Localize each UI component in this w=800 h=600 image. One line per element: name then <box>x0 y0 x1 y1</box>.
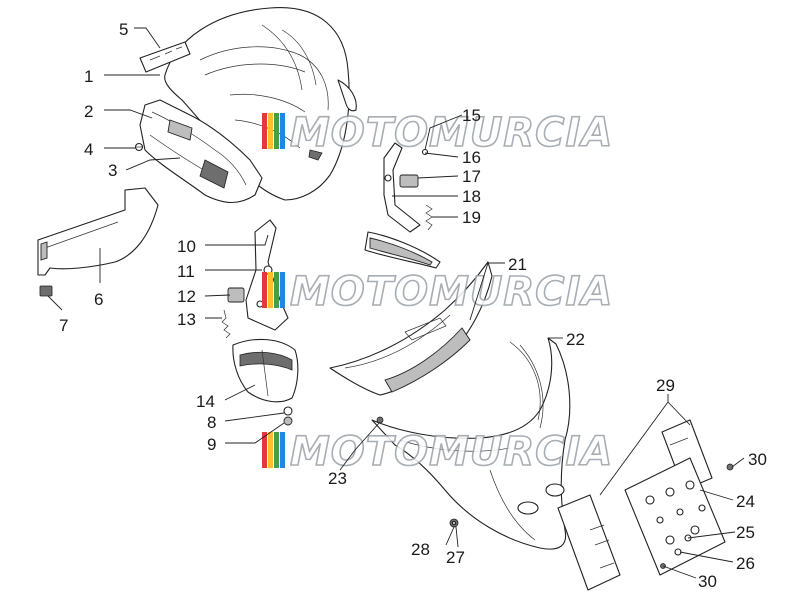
watermark-stripe-yellow <box>268 113 273 149</box>
callout-8: 8 <box>207 413 216 432</box>
callout-10: 10 <box>177 237 196 256</box>
callout-17: 17 <box>462 167 481 186</box>
watermark-middle: MOTOMURCIA <box>262 268 613 316</box>
callout-1: 1 <box>84 67 93 86</box>
part-7-clip <box>39 285 53 297</box>
callout-18: 18 <box>462 187 481 206</box>
watermark-stripe-blue <box>280 432 285 468</box>
watermark-stripe-red <box>262 432 267 468</box>
callout-14: 14 <box>196 392 215 411</box>
watermark-stripe-blue <box>280 272 285 308</box>
part-14-glovebox-door <box>232 338 299 403</box>
part-21-front-spoiler <box>329 261 493 396</box>
callout-3: 3 <box>108 161 117 180</box>
callout-25: 25 <box>736 523 755 542</box>
callout-16: 16 <box>462 148 481 167</box>
part-5-emblem <box>139 41 191 73</box>
callout-28: 28 <box>411 540 430 559</box>
callout-26: 26 <box>736 554 755 573</box>
watermark-stripe-red <box>262 113 267 149</box>
watermark-text: MOTOMURCIA <box>290 429 613 475</box>
watermark: MOTOMURCIA MOTOMURCIA MOTOMURCIA <box>262 109 613 476</box>
callout-6: 6 <box>94 290 103 309</box>
watermark-bottom: MOTOMURCIA <box>262 428 613 476</box>
callout-21: 21 <box>508 255 527 274</box>
callout-15: 15 <box>462 106 481 125</box>
part-20-deflector <box>364 231 441 269</box>
callout-29: 29 <box>656 376 675 395</box>
callout-19: 19 <box>462 208 481 227</box>
part-2-3-inner-frame <box>139 99 263 204</box>
watermark-stripe-yellow <box>268 432 273 468</box>
callout-2: 2 <box>84 102 93 121</box>
callouts: 1 2 3 4 5 6 7 8 9 10 11 12 13 14 15 16 1… <box>59 20 767 591</box>
leader-lines <box>47 27 745 579</box>
watermark-stripe-green <box>274 113 279 149</box>
watermark-stripe-red <box>262 272 267 308</box>
watermark-top: MOTOMURCIA <box>262 109 613 157</box>
part-24-plate-holder <box>624 457 726 576</box>
part-1-handlebar-cover <box>164 7 357 201</box>
callout-7: 7 <box>59 316 68 335</box>
watermark-stripe-green <box>274 272 279 308</box>
part-8-9-washers <box>283 406 293 426</box>
watermark-stripe-yellow <box>268 272 273 308</box>
callout-13: 13 <box>177 310 196 329</box>
part-29-gaskets <box>557 419 713 591</box>
callout-5: 5 <box>119 20 128 39</box>
callout-24: 24 <box>736 492 755 511</box>
callout-11: 11 <box>177 262 195 281</box>
watermark-text: MOTOMURCIA <box>290 269 613 315</box>
callout-9: 9 <box>207 435 216 454</box>
part-4-screw <box>134 142 144 152</box>
callout-12: 12 <box>177 287 196 306</box>
callout-27: 27 <box>446 548 465 567</box>
watermark-stripe-blue <box>280 113 285 149</box>
callout-4: 4 <box>84 140 93 159</box>
part-22-23-leg-shield <box>371 337 571 550</box>
part-15-19-right-hinge <box>383 142 433 233</box>
part-6-side-panel <box>37 187 159 276</box>
callout-30-bottom: 30 <box>698 572 717 591</box>
part-27-28-fastener <box>449 518 459 528</box>
watermark-text: MOTOMURCIA <box>290 110 613 156</box>
callout-22: 22 <box>566 330 585 349</box>
callout-23: 23 <box>328 469 347 488</box>
callout-30-top: 30 <box>748 450 767 469</box>
watermark-stripe-green <box>274 432 279 468</box>
